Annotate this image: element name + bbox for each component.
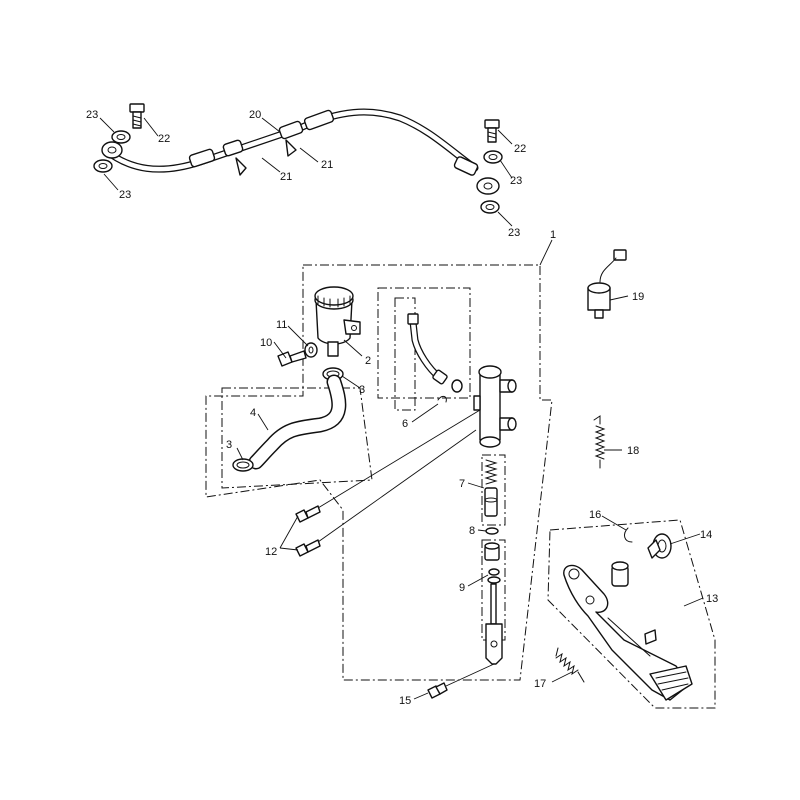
callout-13: 13 xyxy=(706,593,718,605)
mount-bolt-12-lower xyxy=(295,539,321,557)
fluid-reservoir-2 xyxy=(314,286,361,357)
callout-23-top-left: 23 xyxy=(86,109,98,121)
callout-3-upper: 3 xyxy=(359,384,365,396)
pivot-bolt-14 xyxy=(647,533,672,559)
callout-labels: 1 2 3 3 4 6 7 8 9 10 11 12 13 14 15 16 1… xyxy=(86,109,718,707)
callout-19: 19 xyxy=(632,291,644,303)
bolt-10 xyxy=(277,350,307,367)
brake-hose-20 xyxy=(101,108,500,195)
callout-23-bottom-left: 23 xyxy=(119,189,131,201)
push-rod-9 xyxy=(484,542,503,665)
callout-9: 9 xyxy=(459,582,465,594)
callout-23-low-right: 23 xyxy=(508,227,520,239)
washer-23-b xyxy=(93,159,113,173)
callout-12: 12 xyxy=(265,546,277,558)
clip-16 xyxy=(624,527,633,543)
callout-18: 18 xyxy=(627,445,639,457)
return-spring-18 xyxy=(593,415,606,469)
master-cylinder-body xyxy=(473,365,517,448)
bush-spacer xyxy=(611,561,629,587)
callout-1: 1 xyxy=(550,229,556,241)
washer-23-a xyxy=(111,130,131,144)
callout-15: 15 xyxy=(399,695,411,707)
assembly-1-outline xyxy=(205,264,716,709)
union-pipe-6 xyxy=(407,313,463,403)
piston-spring-7 xyxy=(484,459,498,517)
callout-7: 7 xyxy=(459,478,465,490)
callout-17: 17 xyxy=(534,678,546,690)
callout-8: 8 xyxy=(469,525,475,537)
leader-lines xyxy=(99,117,704,700)
pin-15 xyxy=(427,682,448,699)
callout-23-mid-right: 23 xyxy=(510,175,522,187)
mount-bolt-12-upper xyxy=(295,505,321,523)
callout-21-left: 21 xyxy=(280,171,292,183)
callout-3-lower: 3 xyxy=(226,439,232,451)
callout-21-right: 21 xyxy=(321,159,333,171)
brake-light-switch-19 xyxy=(587,249,627,319)
callout-6: 6 xyxy=(402,418,408,430)
callout-11: 11 xyxy=(276,319,287,331)
circlip-8 xyxy=(485,527,499,535)
washer-23-c xyxy=(483,150,503,164)
return-spring-17 xyxy=(555,647,585,683)
callout-4: 4 xyxy=(250,407,256,419)
washer-23-d xyxy=(480,200,500,214)
callout-16: 16 xyxy=(589,509,601,521)
callout-10: 10 xyxy=(260,337,272,349)
banjo-bolt-22-right xyxy=(484,119,500,143)
callout-2: 2 xyxy=(365,355,371,367)
brake-pedal-13 xyxy=(563,564,693,701)
callout-20: 20 xyxy=(249,109,261,121)
hose-clip-3-lower xyxy=(232,458,254,472)
callout-14: 14 xyxy=(700,529,712,541)
reservoir-hose-4 xyxy=(248,374,347,470)
callout-22-right: 22 xyxy=(514,143,526,155)
callout-22-left: 22 xyxy=(158,133,170,145)
banjo-bolt-22-left xyxy=(129,103,145,129)
washer-11 xyxy=(304,342,318,358)
